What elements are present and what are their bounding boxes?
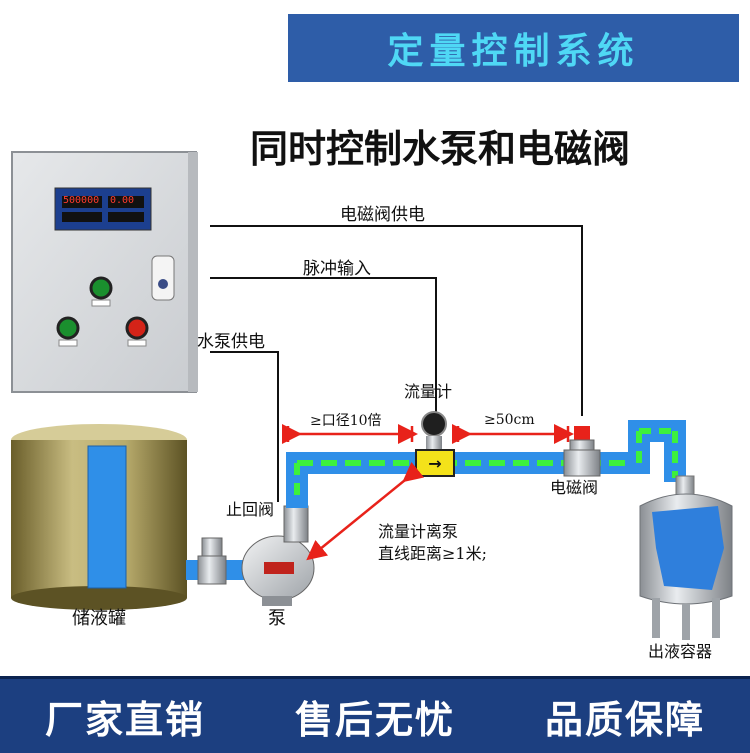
- pump-power-label: 水泵供电: [197, 332, 265, 352]
- check-valve-label: 止回阀: [226, 500, 275, 519]
- flow-arrow-icon: →: [428, 454, 441, 473]
- footer-item-direct-sales: 厂家直销: [44, 697, 205, 742]
- pump: [241, 505, 315, 606]
- pump-distance-line2: 直线距离≥1米;: [378, 544, 487, 563]
- output-container-label: 出液容器: [648, 642, 713, 661]
- display-left-value: 500000: [63, 195, 100, 206]
- solenoid-valve-label: 电磁阀: [550, 478, 599, 497]
- flowmeter-label: 流量计: [404, 382, 453, 401]
- page-subtitle: 同时控制水泵和电磁阀: [249, 127, 630, 171]
- output-container: [639, 475, 733, 640]
- display-right-value: 0.00: [110, 195, 135, 206]
- solenoid-power-label: 电磁阀供电: [340, 205, 425, 225]
- inlet-valve: [197, 555, 227, 585]
- page-title: 定量控制系统: [387, 31, 640, 72]
- control-box: [11, 151, 198, 393]
- check-valve: [283, 505, 309, 543]
- wiring: [210, 225, 583, 502]
- flowmeter: →: [415, 411, 455, 477]
- controller-display: [54, 187, 152, 231]
- stop-button-icon: [125, 316, 149, 340]
- run-button-icon: [56, 316, 80, 340]
- solenoid-valve: [563, 426, 601, 477]
- footer-item-after-sales: 售后无忧: [294, 697, 455, 742]
- start-indicator-icon: [89, 276, 113, 300]
- dimension-markers: [282, 424, 574, 561]
- pipe-diameter-rule: ≥口径10倍: [310, 413, 382, 429]
- footer-bar: 厂家直销 售后无忧 品质保障: [0, 676, 750, 753]
- door-handle: [151, 255, 175, 301]
- valve-distance-label: ≥50cm: [484, 412, 535, 428]
- title-banner: 定量控制系统: [288, 14, 739, 82]
- pump-label: 泵: [268, 608, 286, 629]
- pulse-input-label: 脉冲输入: [303, 259, 371, 279]
- footer-item-quality: 品质保障: [544, 697, 705, 742]
- pump-distance-line1: 流量计离泵: [378, 522, 459, 541]
- tank-label: 储液罐: [72, 608, 126, 629]
- storage-tank: [11, 424, 187, 610]
